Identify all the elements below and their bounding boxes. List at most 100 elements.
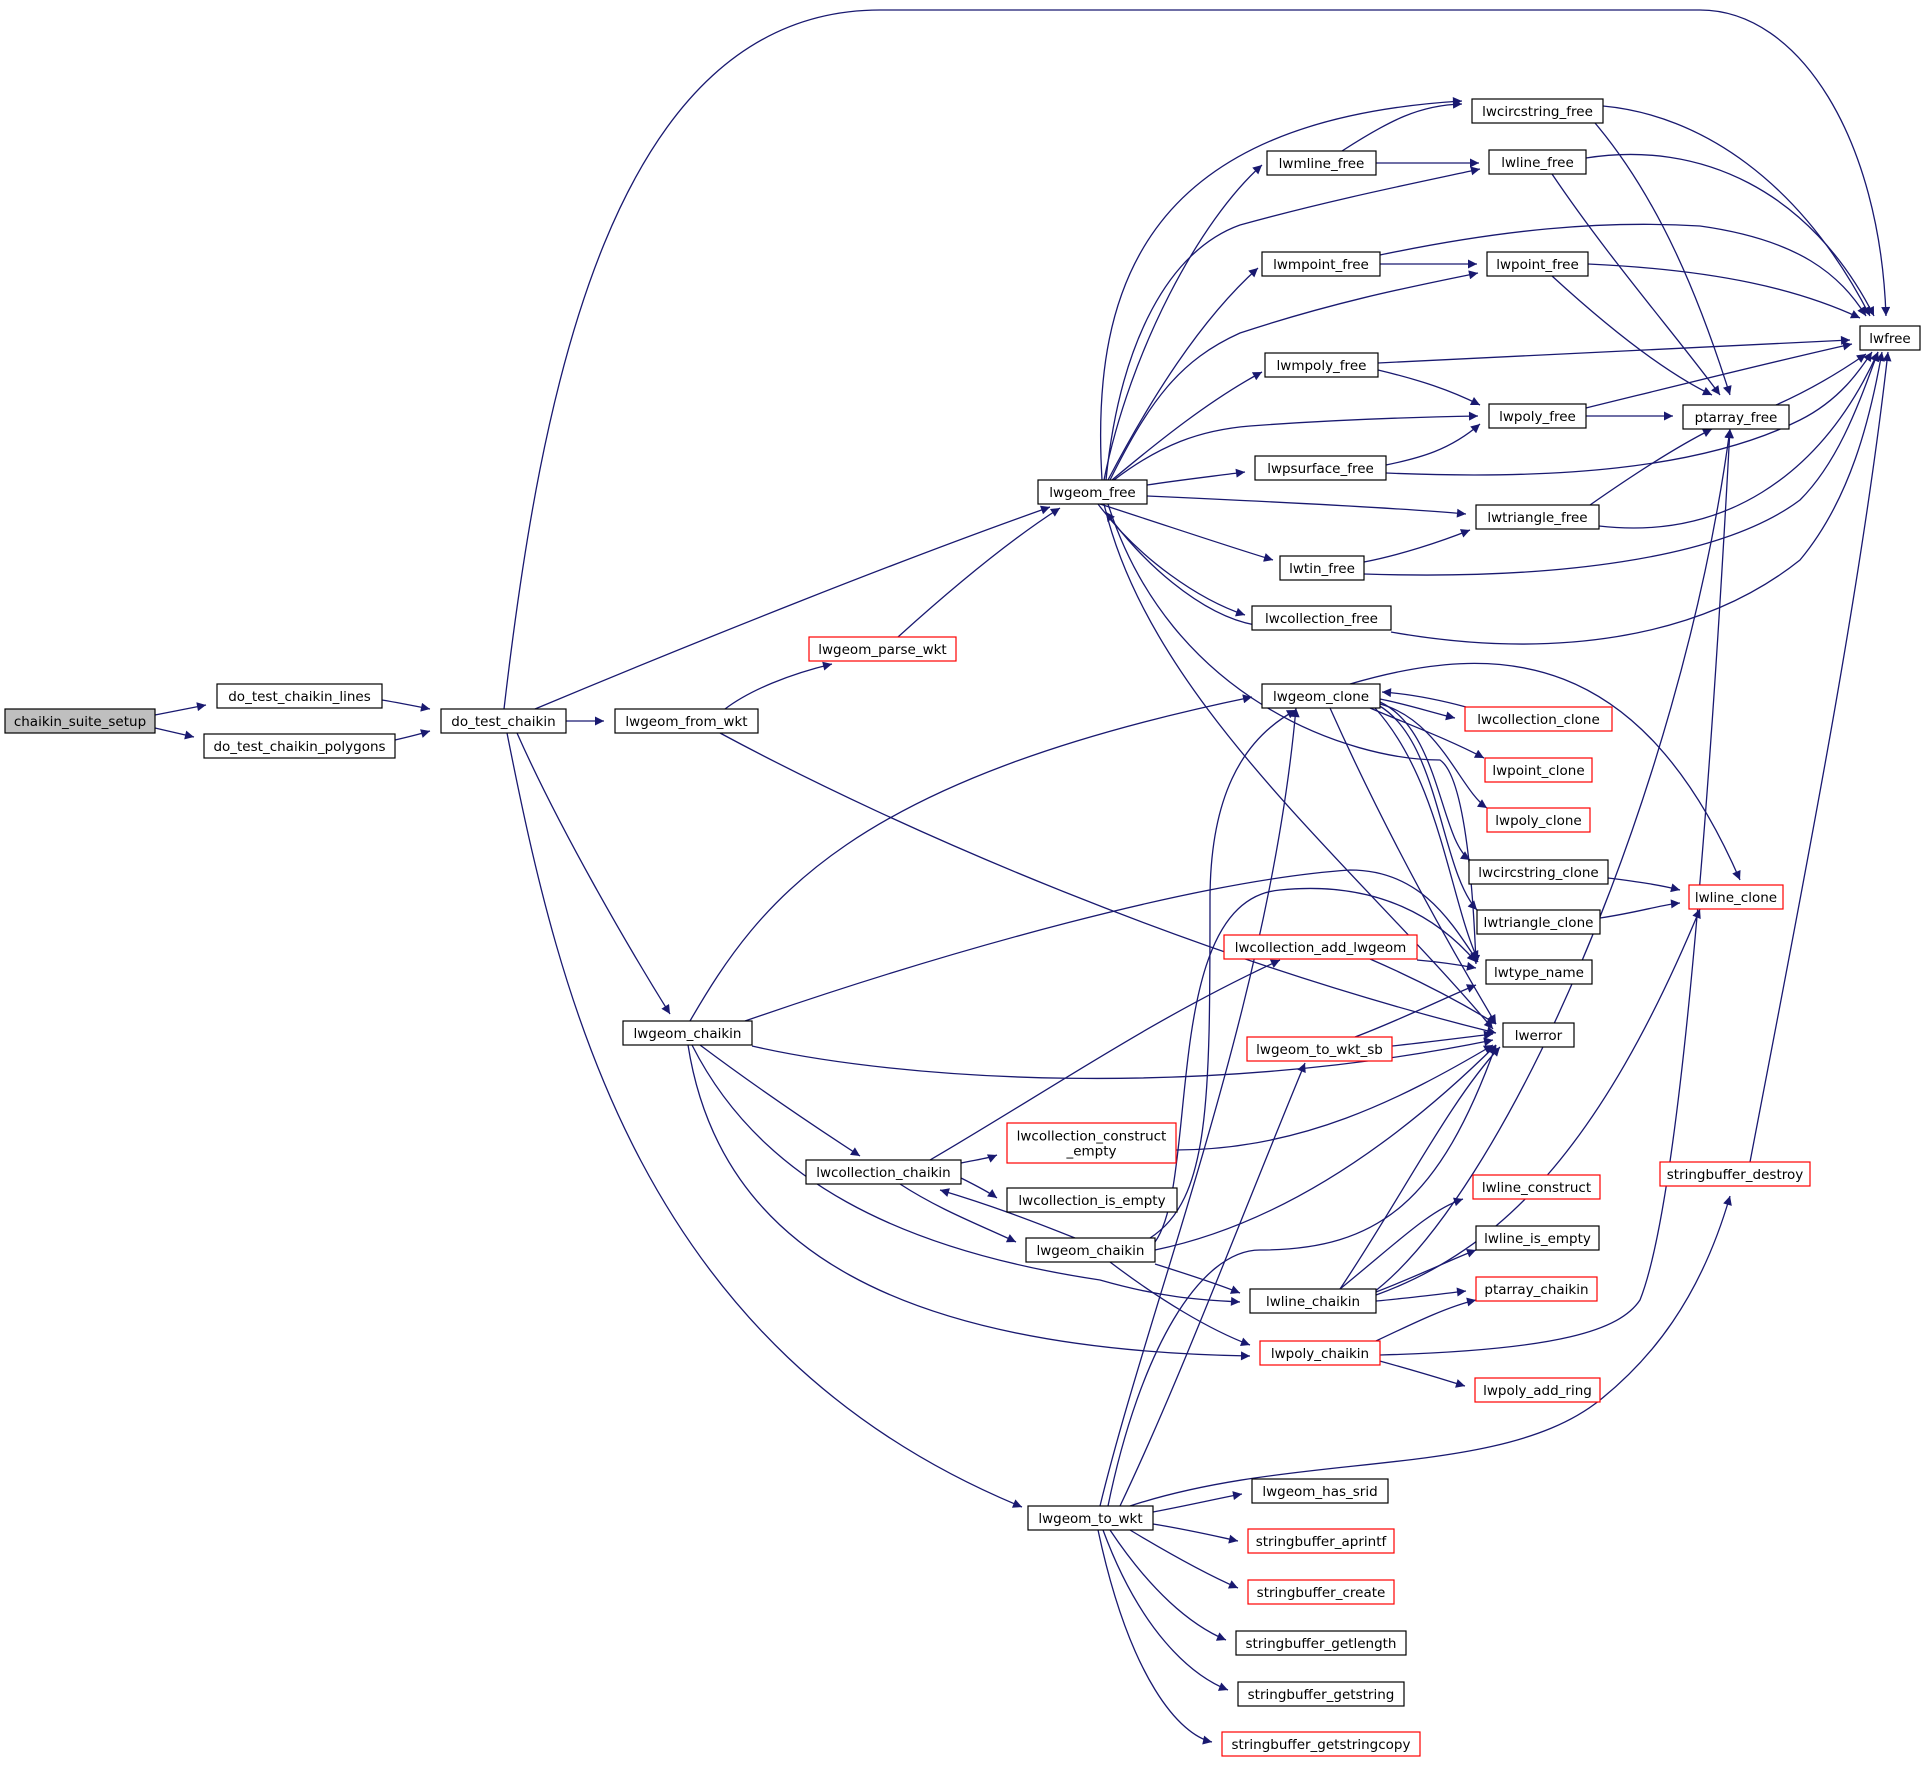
node-box[interactable] — [1037, 479, 1148, 505]
node-stringbuffer-aprintf[interactable]: stringbuffer_aprintf — [1247, 1528, 1395, 1554]
node-lwline-construct[interactable]: lwline_construct — [1472, 1174, 1601, 1200]
node-lwmpoint-free[interactable]: lwmpoint_free — [1261, 251, 1381, 277]
node-box[interactable] — [1474, 1377, 1601, 1403]
node-box[interactable] — [1006, 1122, 1177, 1164]
node-box[interactable] — [1475, 1225, 1600, 1251]
node-do-test-chaikin-polygons[interactable]: do_test_chaikin_polygons — [203, 733, 396, 759]
node-box[interactable] — [1475, 1276, 1598, 1302]
node-box[interactable] — [203, 733, 396, 759]
node-box[interactable] — [1251, 605, 1392, 631]
node-box[interactable] — [4, 708, 156, 734]
node-box[interactable] — [1486, 251, 1589, 277]
node-do-test-chaikin[interactable]: do_test_chaikin — [440, 708, 567, 734]
node-lwcollection-free[interactable]: lwcollection_free — [1251, 605, 1392, 631]
node-lwmpoly-free[interactable]: lwmpoly_free — [1264, 352, 1379, 378]
node-chaikin-suite-setup[interactable]: chaikin_suite_setup — [4, 708, 156, 734]
node-box[interactable] — [1247, 1579, 1395, 1605]
node-box[interactable] — [1246, 1036, 1393, 1062]
node-box[interactable] — [1006, 1187, 1178, 1213]
node-lwcollection-clone[interactable]: lwcollection_clone — [1464, 706, 1613, 732]
node-box[interactable] — [1221, 1731, 1421, 1757]
node-box[interactable] — [1488, 149, 1587, 175]
node-lwpoly-add-ring[interactable]: lwpoly_add_ring — [1474, 1377, 1601, 1403]
node-box[interactable] — [1223, 934, 1418, 960]
node-box[interactable] — [1237, 1681, 1405, 1707]
node-box[interactable] — [1259, 1340, 1381, 1366]
node-lwcollection-construct-empty[interactable]: lwcollection_construct_empty — [1006, 1122, 1177, 1164]
node-box[interactable] — [1468, 859, 1609, 885]
node-box[interactable] — [808, 636, 957, 662]
node-box[interactable] — [1682, 404, 1790, 430]
node-lwtriangle-clone[interactable]: lwtriangle_clone — [1476, 909, 1601, 935]
node-box[interactable] — [1484, 757, 1593, 783]
node-box[interactable] — [614, 708, 759, 734]
node-lwline-free[interactable]: lwline_free — [1488, 149, 1587, 175]
node-box[interactable] — [1279, 555, 1365, 581]
node-box[interactable] — [1476, 909, 1601, 935]
node-box[interactable] — [1502, 1022, 1575, 1048]
node-box[interactable] — [1464, 706, 1613, 732]
node-lwcollection-is-empty[interactable]: lwcollection_is_empty — [1006, 1187, 1178, 1213]
node-box[interactable] — [440, 708, 567, 734]
node-box[interactable] — [622, 1020, 753, 1046]
node-lwmline-free[interactable]: lwmline_free — [1266, 150, 1377, 176]
node-lwgeom-chaikin[interactable]: lwgeom_chaikin — [622, 1020, 753, 1046]
node-stringbuffer-getlength[interactable]: stringbuffer_getlength — [1235, 1630, 1407, 1656]
node-box[interactable] — [805, 1159, 962, 1185]
node-box[interactable] — [1485, 959, 1593, 985]
node-lwcircstring-free[interactable]: lwcircstring_free — [1471, 98, 1604, 124]
node-lwpoint-clone[interactable]: lwpoint_clone — [1484, 757, 1593, 783]
node-lwgeom-to-wkt[interactable]: lwgeom_to_wkt — [1027, 1505, 1154, 1531]
node-lwtype-name[interactable]: lwtype_name — [1485, 959, 1593, 985]
node-box[interactable] — [1261, 683, 1381, 709]
node-lwgeom-to-wkt-sb[interactable]: lwgeom_to_wkt_sb — [1246, 1036, 1393, 1062]
node-box[interactable] — [1471, 98, 1604, 124]
node-lwline-clone[interactable]: lwline_clone — [1688, 884, 1784, 910]
node-lwgeom-has-srid[interactable]: lwgeom_has_srid — [1251, 1478, 1389, 1504]
node-box[interactable] — [1027, 1505, 1154, 1531]
node-lwline-chaikin[interactable]: lwline_chaikin — [1249, 1288, 1377, 1314]
node-box[interactable] — [1251, 1478, 1389, 1504]
node-lwgeom-parse-wkt[interactable]: lwgeom_parse_wkt — [808, 636, 957, 662]
node-stringbuffer-destroy[interactable]: stringbuffer_destroy — [1659, 1161, 1811, 1187]
node-box[interactable] — [1659, 1161, 1811, 1187]
node-stringbuffer-getstringcopy[interactable]: stringbuffer_getstringcopy — [1221, 1731, 1421, 1757]
node-box[interactable] — [1266, 150, 1377, 176]
node-box[interactable] — [1249, 1288, 1377, 1314]
node-box[interactable] — [1264, 352, 1379, 378]
node-box[interactable] — [216, 683, 383, 709]
node-lwpoly-clone[interactable]: lwpoly_clone — [1486, 807, 1591, 833]
node-box[interactable] — [1254, 455, 1387, 481]
node-box[interactable] — [1261, 251, 1381, 277]
node-lwgeom-free[interactable]: lwgeom_free — [1037, 479, 1148, 505]
node-lwcollection-chaikin[interactable]: lwcollection_chaikin — [805, 1159, 962, 1185]
node-box[interactable] — [1488, 403, 1587, 429]
node-lwgeom-chaikin2[interactable]: lwgeom_chaikin — [1025, 1237, 1156, 1263]
node-box[interactable] — [1688, 884, 1784, 910]
node-lwline-is-empty[interactable]: lwline_is_empty — [1475, 1225, 1600, 1251]
node-box[interactable] — [1472, 1174, 1601, 1200]
node-lwpoly-free[interactable]: lwpoly_free — [1488, 403, 1587, 429]
node-stringbuffer-create[interactable]: stringbuffer_create — [1247, 1579, 1395, 1605]
node-lwfree[interactable]: lwfree — [1859, 325, 1921, 351]
node-box[interactable] — [1235, 1630, 1407, 1656]
node-box[interactable] — [1859, 325, 1921, 351]
node-lwpoint-free[interactable]: lwpoint_free — [1486, 251, 1589, 277]
node-lwpoly-chaikin[interactable]: lwpoly_chaikin — [1259, 1340, 1381, 1366]
node-lwerror[interactable]: lwerror — [1502, 1022, 1575, 1048]
node-box[interactable] — [1475, 504, 1600, 530]
node-ptarray-chaikin[interactable]: ptarray_chaikin — [1475, 1276, 1598, 1302]
node-do-test-chaikin-lines[interactable]: do_test_chaikin_lines — [216, 683, 383, 709]
node-lwcollection-add-lwgeom[interactable]: lwcollection_add_lwgeom — [1223, 934, 1418, 960]
node-box[interactable] — [1025, 1237, 1156, 1263]
node-box[interactable] — [1486, 807, 1591, 833]
node-lwpsurface-free[interactable]: lwpsurface_free — [1254, 455, 1387, 481]
node-ptarray-free[interactable]: ptarray_free — [1682, 404, 1790, 430]
node-box[interactable] — [1247, 1528, 1395, 1554]
node-lwtin-free[interactable]: lwtin_free — [1279, 555, 1365, 581]
node-lwtriangle-free[interactable]: lwtriangle_free — [1475, 504, 1600, 530]
node-lwgeom-from-wkt[interactable]: lwgeom_from_wkt — [614, 708, 759, 734]
node-lwcircstring-clone[interactable]: lwcircstring_clone — [1468, 859, 1609, 885]
node-stringbuffer-getstring[interactable]: stringbuffer_getstring — [1237, 1681, 1405, 1707]
node-lwgeom-clone[interactable]: lwgeom_clone — [1261, 683, 1381, 709]
